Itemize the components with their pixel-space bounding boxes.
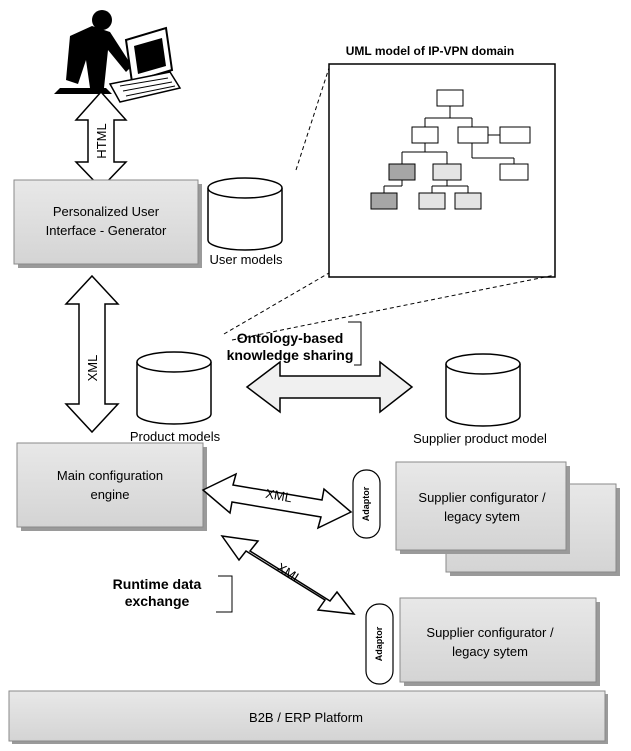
user-models-db-icon: [207, 177, 283, 251]
ui-generator-line1: Personalized User: [53, 204, 160, 219]
platform-bar: B2B / ERP Platform: [8, 690, 608, 744]
runtime-line2: exchange: [125, 593, 190, 609]
supplier-product-model-label: Supplier product model: [413, 431, 547, 446]
xml-lower-arrow: XML: [220, 535, 356, 615]
ontology-label: Ontology-based knowledge sharing: [227, 321, 362, 366]
uml-node: [388, 163, 416, 181]
uml-node: [432, 163, 462, 181]
adaptor-upper-label: Adaptor: [361, 486, 371, 521]
uml-node: [436, 89, 464, 107]
ui-generator-line2: Interface - Generator: [46, 223, 167, 238]
ui-generator-box: Personalized User Interface - Generator: [13, 179, 202, 268]
ontology-arrow: [245, 360, 414, 414]
supplier-lower-line1: Supplier configurator /: [426, 625, 554, 640]
xml-vertical-label: XML: [85, 355, 100, 382]
xml-upper-label: XML: [264, 486, 293, 505]
uml-node: [499, 163, 529, 181]
main-engine-line1: Main configuration: [57, 468, 163, 483]
uml-model-frame: UML model of IP-VPN domain: [328, 44, 556, 278]
user-at-laptop-icon: [54, 10, 182, 103]
product-models-label: Product models: [130, 429, 221, 444]
uml-node: [499, 126, 531, 144]
xml-vertical-arrow: XML: [64, 274, 120, 434]
main-engine-box: Main configuration engine: [16, 442, 207, 531]
adaptor-lower-label: Adaptor: [374, 626, 384, 661]
main-engine-line2: engine: [90, 487, 129, 502]
ontology-line1: Ontology-based: [237, 330, 344, 346]
supplier-upper-box: Supplier configurator / legacy sytem: [395, 461, 620, 576]
runtime-label: Runtime data exchange: [113, 575, 233, 613]
uml-model-title: UML model of IP-VPN domain: [346, 44, 514, 58]
adaptor-lower: Adaptor: [365, 603, 394, 685]
html-arrow: HTML: [74, 90, 128, 190]
adaptor-upper: Adaptor: [352, 469, 381, 539]
xml-upper-arrow: XML: [201, 472, 353, 530]
supplier-lower-line2: legacy sytem: [452, 644, 528, 659]
uml-node: [457, 126, 489, 144]
user-models-label: User models: [210, 252, 283, 267]
uml-node: [418, 192, 446, 210]
uml-node: [411, 126, 439, 144]
platform-label: B2B / ERP Platform: [249, 710, 363, 725]
supplier-upper-line2: legacy sytem: [444, 509, 520, 524]
ontology-line2: knowledge sharing: [227, 347, 354, 363]
supplier-product-db-icon: [445, 353, 521, 427]
product-models-db-icon: [136, 351, 212, 425]
supplier-lower-box: Supplier configurator / legacy sytem: [399, 597, 600, 686]
zoom-dashed-lines: [223, 67, 556, 341]
html-arrow-label: HTML: [94, 123, 109, 158]
runtime-line1: Runtime data: [113, 576, 202, 592]
uml-node: [454, 192, 482, 210]
supplier-upper-line1: Supplier configurator /: [418, 490, 546, 505]
uml-node: [370, 192, 398, 210]
